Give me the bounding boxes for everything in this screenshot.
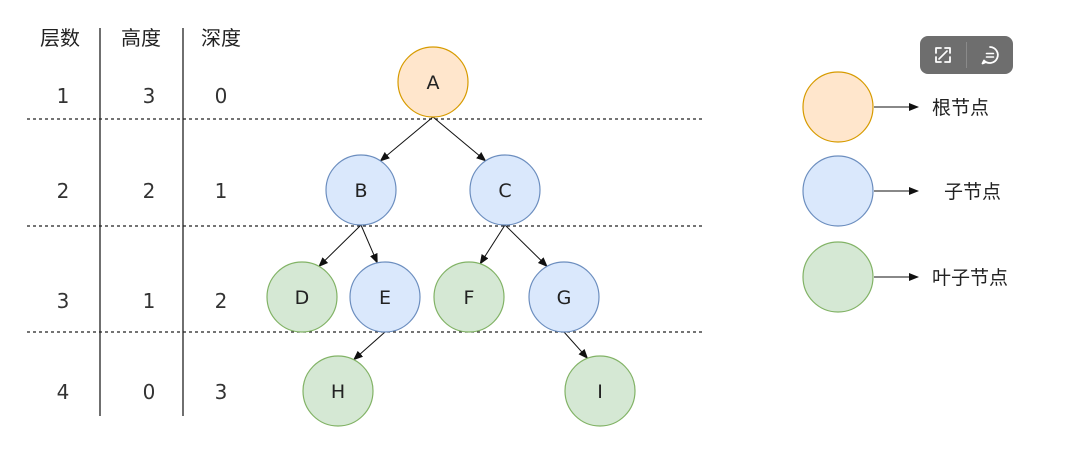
- row-2-level: 2: [57, 179, 70, 203]
- legend-item-leaf: 叶子节点: [802, 241, 1008, 313]
- row-4-height: 0: [143, 380, 156, 404]
- node-label-e: E: [379, 287, 391, 309]
- row-3-depth: 2: [215, 289, 228, 313]
- node-label-i: I: [597, 381, 603, 403]
- node-circle-b: [325, 154, 397, 226]
- row-4-level: 4: [57, 380, 70, 404]
- edge-b-e: [360, 224, 378, 264]
- node-d: D: [266, 261, 338, 333]
- edge-c-f: [479, 224, 506, 265]
- node-c: C: [469, 154, 541, 226]
- node-a: A: [397, 46, 469, 118]
- legend-swatch-child: [802, 155, 874, 227]
- legend-item-child: 子节点: [802, 155, 1001, 227]
- legend-label-root: 根节点: [932, 97, 989, 119]
- edge-c-g: [504, 224, 548, 268]
- node-h: H: [302, 355, 374, 427]
- node-label-b: B: [354, 180, 367, 202]
- row-1-depth: 0: [215, 84, 228, 108]
- edge-a-b: [379, 116, 434, 162]
- edge-a-c: [432, 116, 487, 162]
- comment-icon: [981, 46, 999, 65]
- node-circle-c: [469, 154, 541, 226]
- node-circle-i: [564, 355, 636, 427]
- edge-g-i: [563, 331, 589, 360]
- comment-button[interactable]: [967, 36, 1013, 74]
- node-i: I: [564, 355, 636, 427]
- expand-button[interactable]: [920, 36, 966, 74]
- legend-swatch-leaf: [802, 241, 874, 313]
- node-label-c: C: [498, 180, 511, 202]
- node-label-g: G: [557, 287, 572, 309]
- row-2-depth: 1: [215, 179, 228, 203]
- toolbar-separator: [966, 42, 967, 68]
- legend-label-child: 子节点: [944, 181, 1001, 203]
- tree-nodes: A B C D E F G H I: [266, 46, 636, 427]
- edge-b-d: [318, 224, 362, 268]
- header-level: 层数: [40, 26, 80, 50]
- node-circle-d: [266, 261, 338, 333]
- row-4-depth: 3: [215, 380, 228, 404]
- row-1-height: 3: [143, 84, 156, 108]
- node-circle-f: [433, 261, 505, 333]
- legend-swatch-root: [802, 71, 874, 143]
- node-label-f: F: [464, 287, 475, 309]
- node-label-d: D: [295, 287, 310, 309]
- node-e: E: [349, 261, 421, 333]
- row-3-height: 1: [143, 289, 156, 313]
- node-label-h: H: [331, 381, 345, 403]
- diagram-toolbar: [920, 36, 1013, 74]
- header-height: 高度: [121, 26, 161, 50]
- expand-icon: [935, 47, 951, 63]
- node-circle-h: [302, 355, 374, 427]
- legend-item-root: 根节点: [802, 71, 989, 143]
- node-label-a: A: [427, 72, 440, 94]
- edge-e-h: [352, 331, 386, 361]
- row-2-height: 2: [143, 179, 156, 203]
- tree-edges: [318, 116, 589, 361]
- row-3-level: 3: [57, 289, 70, 313]
- node-circle-g: [528, 261, 600, 333]
- legend-label-leaf: 叶子节点: [932, 267, 1008, 289]
- node-circle-a: [397, 46, 469, 118]
- header-depth: 深度: [201, 26, 241, 50]
- node-g: G: [528, 261, 600, 333]
- node-b: B: [325, 154, 397, 226]
- node-f: F: [433, 261, 505, 333]
- row-1-level: 1: [57, 84, 70, 108]
- node-circle-e: [349, 261, 421, 333]
